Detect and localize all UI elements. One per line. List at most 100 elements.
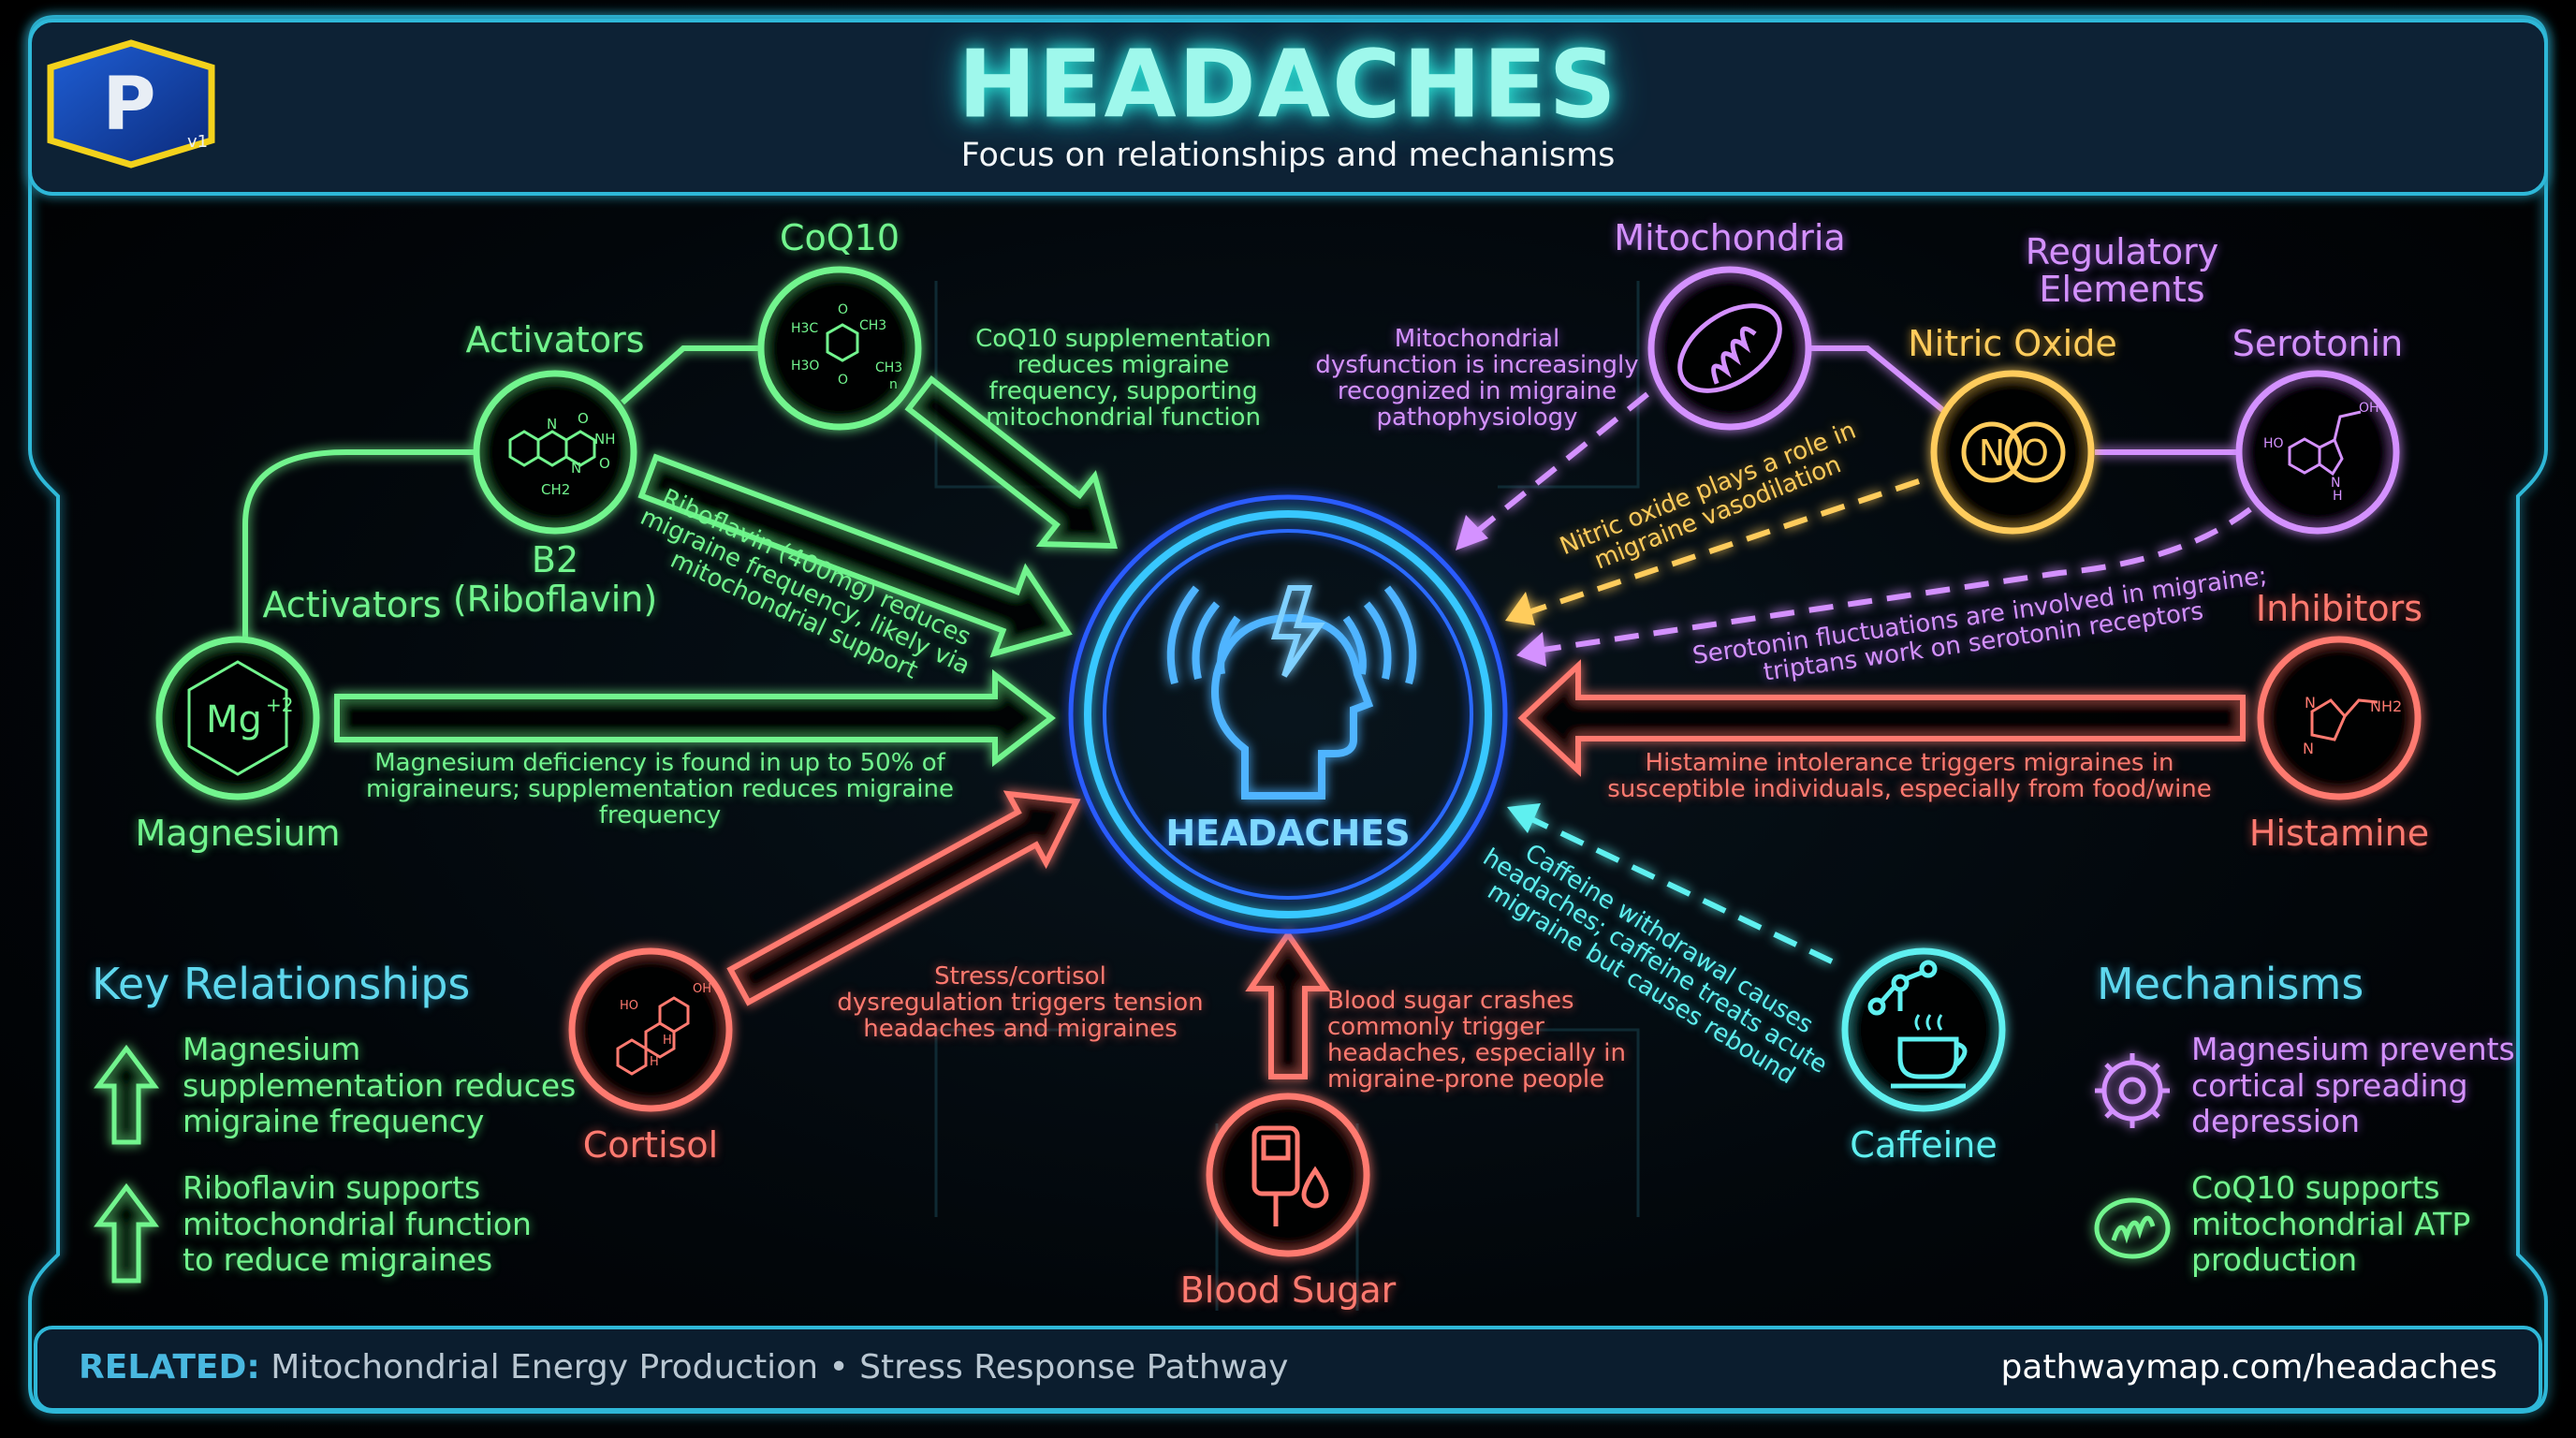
head-with-lightning-icon: [1166, 585, 1417, 800]
nitric-oxide-node[interactable]: [1930, 370, 2095, 535]
svg-text:OH: OH: [693, 982, 711, 996]
svg-text:N: N: [1979, 433, 2005, 474]
svg-text:P: P: [102, 63, 155, 147]
arrowhead-serotonin: [1516, 632, 1546, 667]
nitric-oxide-label: Nitric Oxide: [1908, 323, 2117, 364]
blood-sugar-node[interactable]: [1206, 1093, 1370, 1257]
mitochondrion-icon: [2094, 1197, 2171, 1259]
arrow-b2-to-headaches: [637, 453, 1073, 658]
connector-magnesium-b2: [242, 449, 476, 642]
mitochondria-label: Mitochondria: [1614, 217, 1846, 258]
coq10-node[interactable]: [757, 266, 922, 431]
caffeine-node[interactable]: [1841, 947, 2006, 1112]
mitochondrion-icon: [1677, 303, 1782, 393]
connector-b2-coq10: [621, 345, 761, 405]
coq10-label: CoQ10: [779, 217, 900, 258]
nitric-oxide-molecule-icon: N O: [1961, 421, 2066, 483]
svg-text:CH3: CH3: [875, 360, 902, 375]
arrow-magnesium-to-headaches: [334, 668, 1056, 768]
footer-panel: [34, 1326, 2542, 1412]
svg-text:H: H: [663, 1034, 672, 1048]
svg-text:CH3: CH3: [859, 318, 886, 333]
svg-text:H: H: [650, 1055, 659, 1069]
edge-note-blood-sugar: Blood sugar crashes commonly trigger hea…: [1327, 987, 1626, 1094]
regulatory-elements-label: Regulatory Elements: [2025, 231, 2219, 310]
coffee-cup-molecule-icon: [1867, 960, 1968, 1089]
key-relationships-heading: Key Relationships: [92, 959, 471, 1009]
b2-riboflavin-node[interactable]: [473, 370, 637, 535]
pathwaymap-logo: P v1: [47, 39, 215, 169]
arrowhead-caffeine: [1507, 803, 1541, 833]
connector-mitochondria-no: [1810, 345, 1947, 415]
edge-note-mitochondria: Mitochondrial dysfunction is increasingl…: [1315, 324, 1639, 433]
mechanism-item: Magnesium prevents cortical spreading de…: [2191, 1031, 2515, 1140]
serotonin-node[interactable]: [2235, 370, 2400, 535]
dashed-arrow-caffeine: [1524, 814, 1834, 964]
related-link[interactable]: Stress Response Pathway: [859, 1348, 1289, 1387]
magnesium-ion-icon: Mg +2: [187, 660, 293, 776]
header-panel: [28, 19, 2548, 196]
caffeine-label: Caffeine: [1850, 1124, 1998, 1166]
magnesium-node[interactable]: [155, 636, 320, 800]
dashed-arrow-serotonin: [1536, 506, 2252, 653]
svg-text:n: n: [889, 377, 898, 392]
svg-text:Mg: Mg: [206, 698, 262, 741]
svg-text:HO: HO: [620, 999, 638, 1013]
svg-text:O: O: [838, 302, 848, 317]
cortisol-molecule-icon: HO OH HH: [616, 982, 711, 1076]
arrowhead-mitochondria: [1456, 515, 1488, 550]
key-relationship-item: Magnesium supplementation reduces migrai…: [183, 1031, 577, 1140]
svg-text:O: O: [2021, 433, 2049, 474]
arrow-histamine-to-headaches: [1517, 659, 2246, 777]
svg-text:HO: HO: [2263, 436, 2284, 451]
gear-icon: [2095, 1053, 2170, 1128]
svg-text:N: N: [547, 416, 557, 433]
cortisol-label: Cortisol: [582, 1124, 719, 1166]
svg-text:O: O: [578, 410, 589, 427]
svg-text:O: O: [599, 455, 610, 472]
svg-text:NH: NH: [594, 431, 616, 448]
svg-text:N: N: [2305, 694, 2316, 712]
svg-text:N: N: [2331, 476, 2340, 491]
separator: •: [828, 1348, 849, 1387]
site-url-link[interactable]: pathwaymap.com/headaches: [2000, 1348, 2497, 1387]
mechanisms-heading: Mechanisms: [2097, 959, 2364, 1009]
arrowhead-nitric-oxide: [1505, 592, 1535, 625]
dashed-arrow-nitric-oxide: [1525, 478, 1920, 616]
edge-note-cortisol: Stress/cortisol dysregulation triggers t…: [837, 961, 1204, 1044]
glucose-meter-icon: [1251, 1125, 1329, 1226]
histamine-label: Histamine: [2248, 813, 2430, 854]
mitochondria-node[interactable]: [1647, 266, 1812, 431]
svg-text:NH2: NH2: [2370, 697, 2402, 715]
activators-group-label: Activators: [465, 319, 645, 360]
related-label: RELATED:: [79, 1348, 260, 1387]
activators-group-label: Activators: [262, 584, 442, 625]
mechanism-item: CoQ10 supports mitochondrial ATP product…: [2191, 1169, 2471, 1279]
b2-label: B2 (Riboflavin): [452, 539, 658, 620]
arrow-blood-sugar-to-headaches: [1245, 929, 1331, 1079]
svg-text:N: N: [571, 460, 581, 477]
svg-text:OH: OH: [2359, 401, 2379, 416]
center-label: HEADACHES: [1165, 813, 1411, 854]
svg-text:H3O: H3O: [791, 359, 819, 374]
up-arrow-icon: [94, 1044, 159, 1145]
related-link[interactable]: Mitochondrial Energy Production: [271, 1348, 819, 1387]
svg-text:H3C: H3C: [791, 321, 818, 336]
arrow-cortisol-to-headaches: [726, 790, 1081, 1006]
headaches-center-node[interactable]: [1068, 494, 1508, 934]
svg-text:v1: v1: [187, 132, 208, 152]
svg-text:N: N: [2303, 740, 2314, 757]
page-title: HEADACHES: [958, 29, 1618, 139]
serotonin-label: Serotonin: [2232, 323, 2404, 364]
edge-note-coq10: CoQ10 supplementation reduces migraine f…: [975, 324, 1271, 433]
histamine-node[interactable]: [2257, 636, 2422, 800]
svg-text:O: O: [838, 373, 848, 388]
page-subtitle: Focus on relationships and mechanisms: [960, 137, 1616, 174]
arrow-coq10-to-headaches: [904, 374, 1118, 550]
svg-text:H: H: [2333, 489, 2343, 504]
serotonin-molecule-icon: HO OH NH: [2263, 401, 2379, 504]
